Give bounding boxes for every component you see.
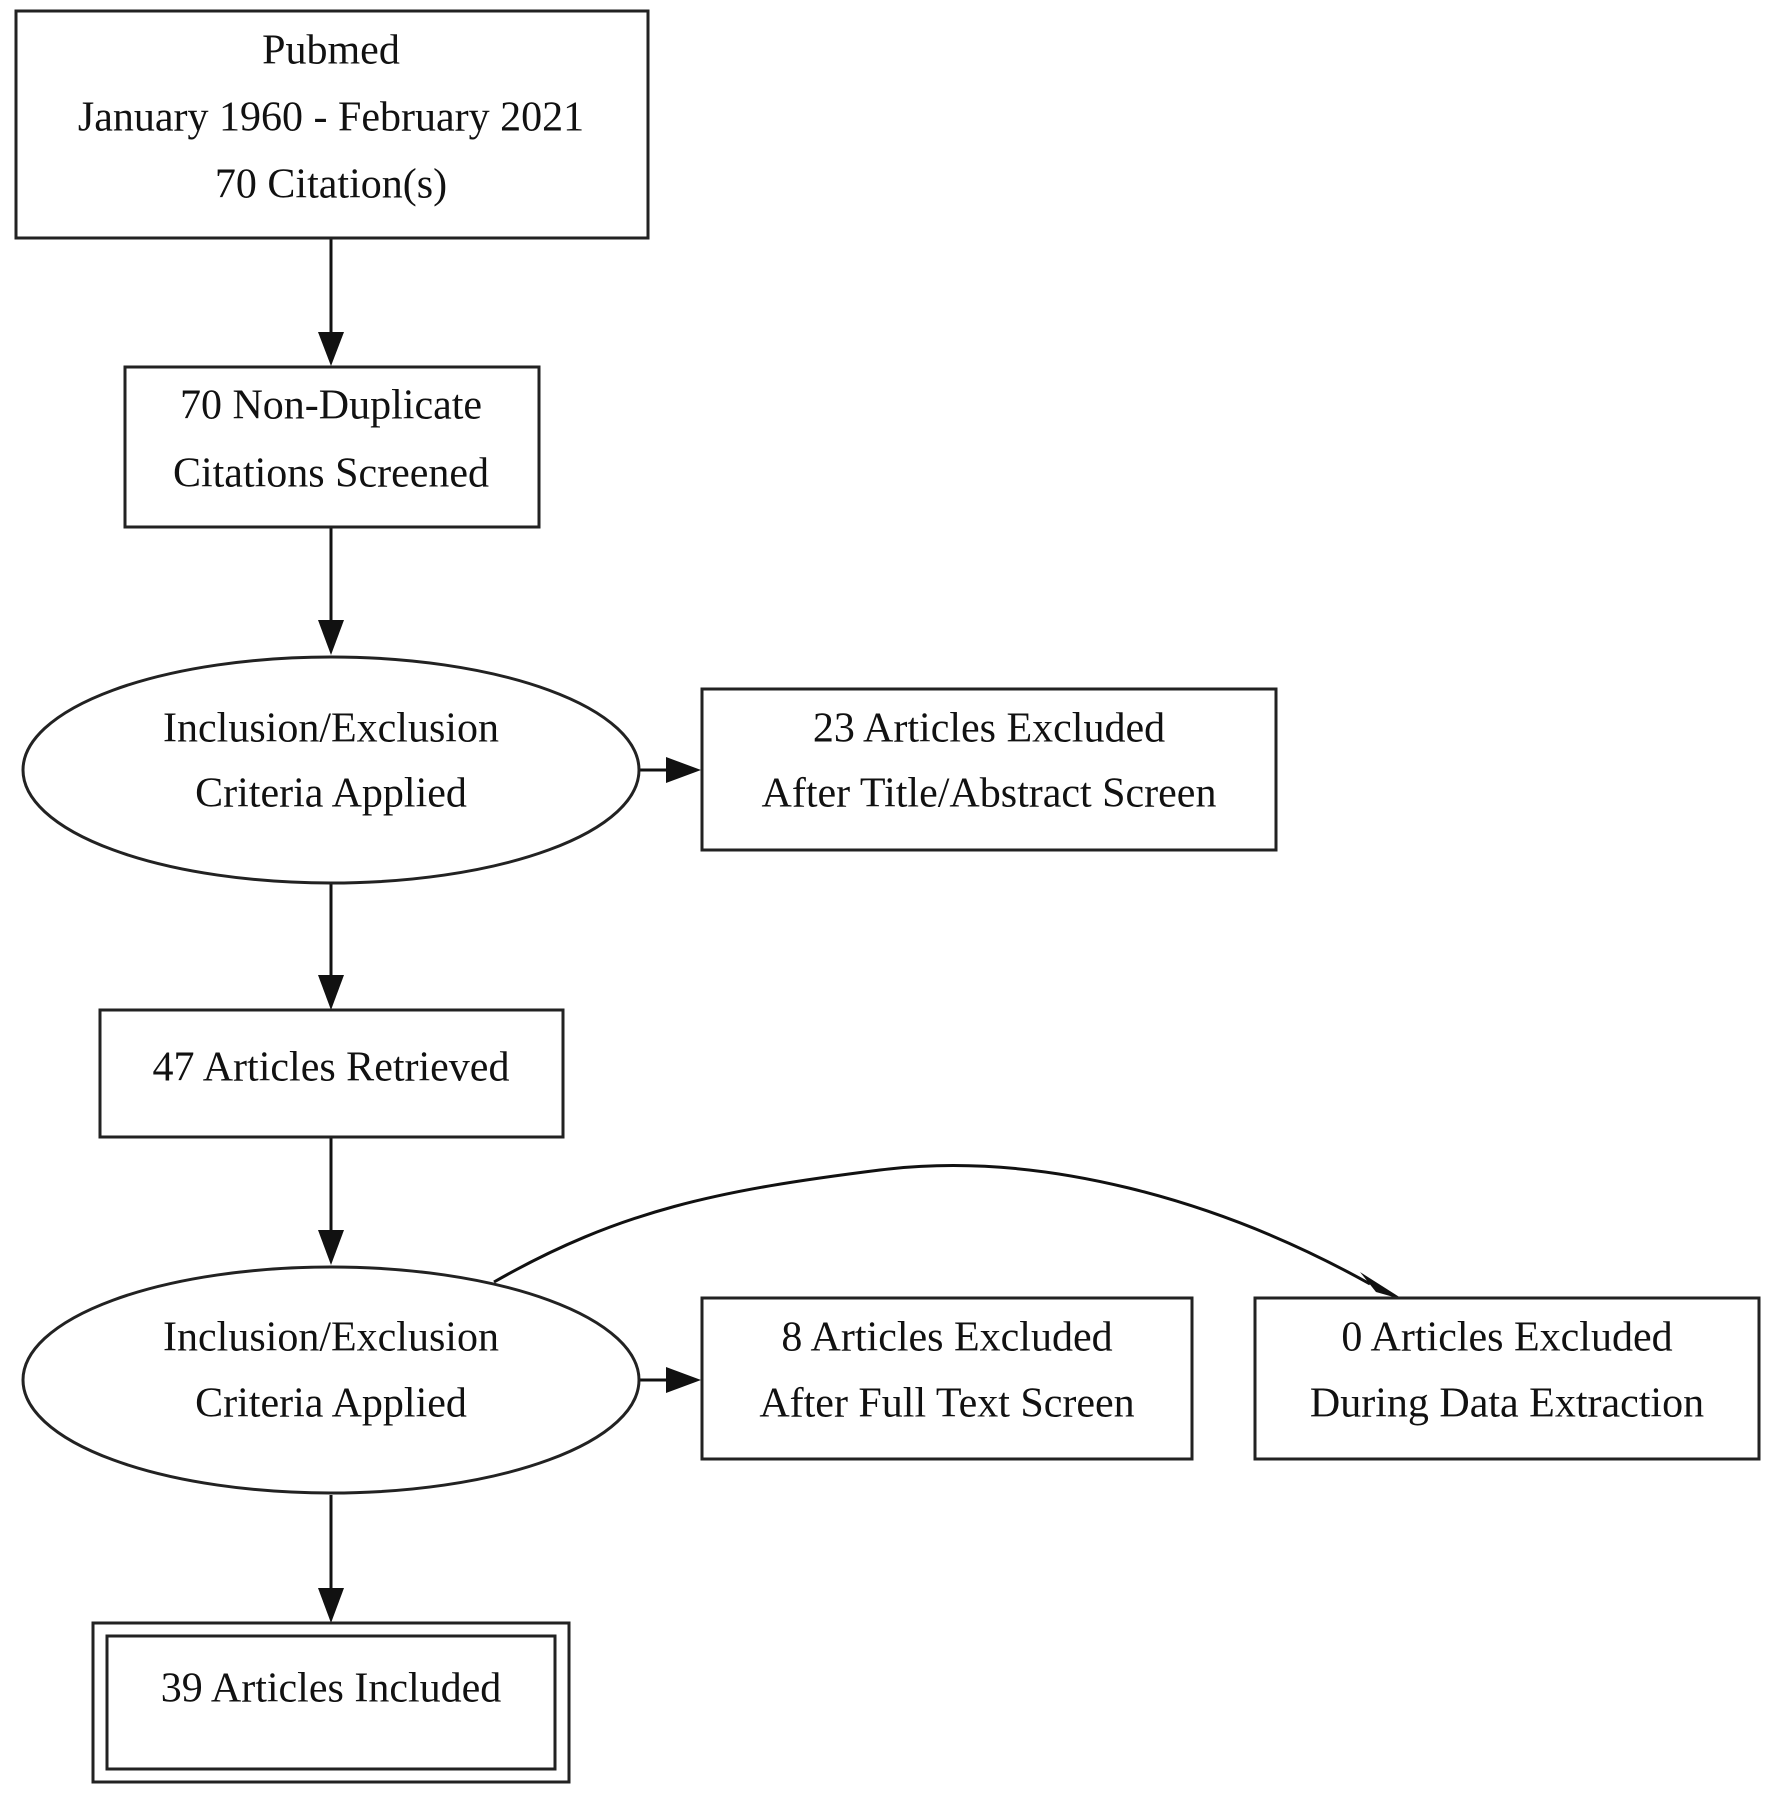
excluded-fulltext-line-1: 8 Articles Excluded	[781, 1315, 1112, 1361]
excluded-title-box: 23 Articles Excluded After Title/Abstrac…	[700, 687, 1278, 852]
excluded-title-line-1: 23 Articles Excluded	[813, 706, 1165, 752]
edge-criteria-1-to-excluded-title	[638, 757, 701, 783]
source-box: Pubmed January 1960 - February 2021 70 C…	[14, 9, 650, 240]
excluded-fulltext-line-2: After Full Text Screen	[759, 1381, 1134, 1427]
edge-screened-to-criteria-1	[318, 527, 344, 655]
criteria-1-line-2: Criteria Applied	[195, 771, 467, 817]
criteria-ellipse-1: Inclusion/Exclusion Criteria Applied	[21, 655, 641, 885]
edge-criteria-2-to-included	[318, 1495, 344, 1623]
screened-line-2: Citations Screened	[173, 451, 489, 497]
excluded-extraction-line-2: During Data Extraction	[1310, 1381, 1704, 1427]
excluded-fulltext-box: 8 Articles Excluded After Full Text Scre…	[700, 1296, 1194, 1461]
retrieved-label: 47 Articles Retrieved	[153, 1045, 510, 1091]
retrieved-box: 47 Articles Retrieved	[98, 1008, 565, 1139]
source-line-3: 70 Citation(s)	[215, 162, 447, 208]
source-line-1: Pubmed	[262, 28, 400, 74]
criteria-ellipse-2: Inclusion/Exclusion Criteria Applied	[21, 1265, 641, 1495]
edge-criteria-2-to-excluded-extraction	[493, 1164, 1404, 1300]
edge-source-to-screened	[318, 238, 344, 366]
excluded-extraction-line-1: 0 Articles Excluded	[1341, 1315, 1672, 1361]
edge-criteria-1-to-retrieved	[318, 883, 344, 1010]
screened-line-1: 70 Non-Duplicate	[180, 383, 482, 429]
edge-retrieved-to-criteria-2	[318, 1138, 344, 1265]
excluded-extraction-box: 0 Articles Excluded During Data Extracti…	[1253, 1296, 1761, 1461]
edge-criteria-2-to-excluded-fulltext	[638, 1367, 701, 1393]
screened-box: 70 Non-Duplicate Citations Screened	[123, 365, 541, 529]
criteria-2-line-1: Inclusion/Exclusion	[163, 1315, 499, 1361]
criteria-2-line-2: Criteria Applied	[195, 1381, 467, 1427]
criteria-1-line-1: Inclusion/Exclusion	[163, 706, 499, 752]
source-line-2: January 1960 - February 2021	[78, 95, 584, 141]
included-box: 39 Articles Included	[91, 1621, 571, 1784]
included-label: 39 Articles Included	[161, 1666, 502, 1712]
excluded-title-line-2: After Title/Abstract Screen	[762, 771, 1217, 817]
